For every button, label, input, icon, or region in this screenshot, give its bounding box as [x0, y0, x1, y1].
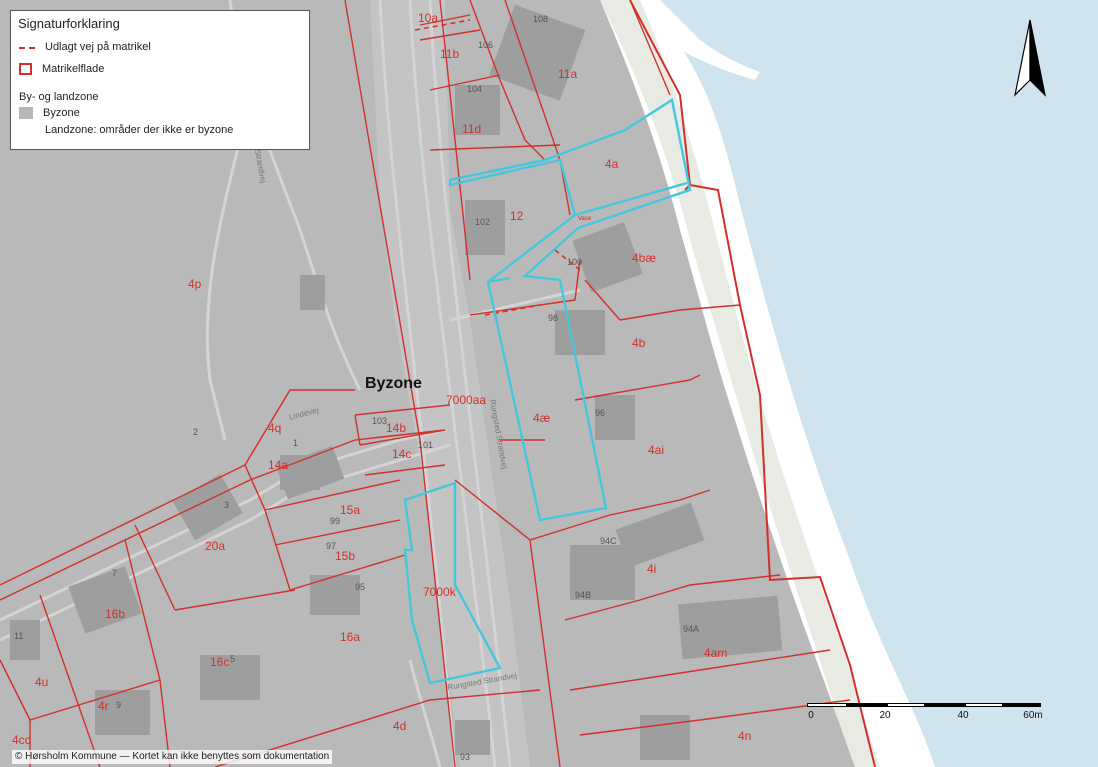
parcel-label: 14b — [386, 421, 406, 435]
selected-parcels — [403, 98, 692, 685]
byzone-swatch-icon — [19, 107, 33, 119]
parcel-label: 10a — [418, 11, 438, 25]
house-number: 11 — [14, 631, 23, 641]
legend-row-road: Udlagt vej på matrikel — [19, 41, 151, 53]
legend-row-parcel: Matrikelflade — [19, 63, 104, 75]
house-number: 1 — [293, 438, 298, 448]
house-number: 9 — [116, 700, 121, 710]
scale-label-0: 0 — [808, 710, 814, 721]
parcel-label: 7000k — [423, 585, 457, 599]
parcel-label: 15b — [335, 549, 355, 563]
house-number: 94B — [575, 590, 591, 600]
house-number: 103 — [372, 416, 387, 426]
parcel-label: 12 — [510, 209, 524, 223]
house-number: 97 — [326, 541, 336, 551]
parcel-label: 4q — [268, 421, 281, 435]
zone-label: Byzone — [365, 375, 422, 392]
dune-vegetation — [600, 0, 880, 767]
house-number: 106 — [478, 40, 493, 50]
parcel-label: 4n — [738, 729, 751, 743]
parcel-label: 4p — [188, 277, 202, 291]
legend-parcel-label: Matrikelflade — [42, 63, 105, 75]
scale-bar: 0 20 40 60m — [807, 703, 1043, 733]
parcel-square-icon — [19, 63, 32, 75]
legend-title: Signaturforklaring — [18, 16, 120, 31]
parcel-label: 16b — [105, 607, 125, 621]
parcel-label: 4r — [98, 699, 109, 713]
parcel-label: 4i — [647, 562, 656, 576]
north-arrow-icon — [1014, 19, 1046, 97]
parcel-label: 4æ — [533, 411, 551, 425]
legend-row-landzone: Landzone: områder der ikke er byzone — [45, 124, 233, 136]
house-number: 94C — [600, 536, 617, 546]
copyright-notice: © Hørsholm Kommune — Kortet kan ikke ben… — [12, 750, 333, 764]
house-number: 93 — [460, 752, 470, 762]
house-number: 2 — [193, 427, 198, 437]
house-number: 101 — [418, 440, 433, 450]
house-number: 108 — [533, 14, 548, 24]
house-number: 96 — [595, 408, 605, 418]
parcel-label: 11b — [440, 47, 459, 61]
house-number: 95 — [355, 582, 365, 592]
house-number: 98 — [548, 313, 558, 323]
parcel-label: 4bæ — [632, 251, 656, 265]
parcel-label: 4cc — [12, 733, 31, 747]
legend-panel: Signaturforklaring Udlagt vej på matrike… — [10, 10, 310, 150]
parcel-label: 20a — [205, 539, 225, 553]
parcel-label: 16c — [210, 655, 229, 669]
parcel-label: 14a — [268, 458, 288, 472]
house-number: 94A — [683, 624, 699, 634]
house-number: 99 — [330, 516, 340, 526]
parcel-label: 4ai — [648, 443, 664, 457]
legend-road-label: Udlagt vej på matrikel — [45, 41, 151, 53]
legend-row-byzone: Byzone — [19, 107, 80, 119]
parcel-label: 11a — [558, 67, 577, 81]
scale-label-20: 20 — [879, 710, 891, 721]
parcel-label: 4b — [632, 336, 646, 350]
parcel-label: 4d — [393, 719, 406, 733]
legend-zone-heading: By- og landzone — [19, 91, 99, 103]
pier — [630, 0, 760, 80]
parcel-label: 15a — [340, 503, 360, 517]
scale-label-40: 40 — [957, 710, 969, 721]
house-number: 100 — [567, 257, 582, 267]
parcel-boundaries — [0, 0, 851, 767]
parcel-label: 4a — [605, 157, 619, 171]
parcel-label: 16a — [340, 630, 360, 644]
house-number: 3 — [224, 500, 229, 510]
dashed-line-icon — [19, 46, 35, 49]
house-numbers: 108106104102100981031019612399979594C94B… — [14, 14, 699, 762]
parcel-label: 7000aa — [446, 393, 486, 407]
parcel-label: 4u — [35, 675, 48, 689]
house-number: 7 — [112, 568, 117, 578]
parcel-label: 11d — [462, 122, 481, 136]
house-number: 104 — [467, 84, 482, 94]
house-number: 102 — [475, 217, 490, 227]
scale-label-60: 60m — [1023, 710, 1043, 721]
legend-landzone-label: Landzone: områder der ikke er byzone — [45, 124, 234, 136]
legend-byzone-label: Byzone — [43, 107, 80, 119]
parcel-label: 4am — [704, 646, 727, 660]
house-number: 5 — [230, 654, 235, 664]
small-note: Vase — [578, 216, 592, 222]
parcel-label: 14c — [392, 447, 411, 461]
